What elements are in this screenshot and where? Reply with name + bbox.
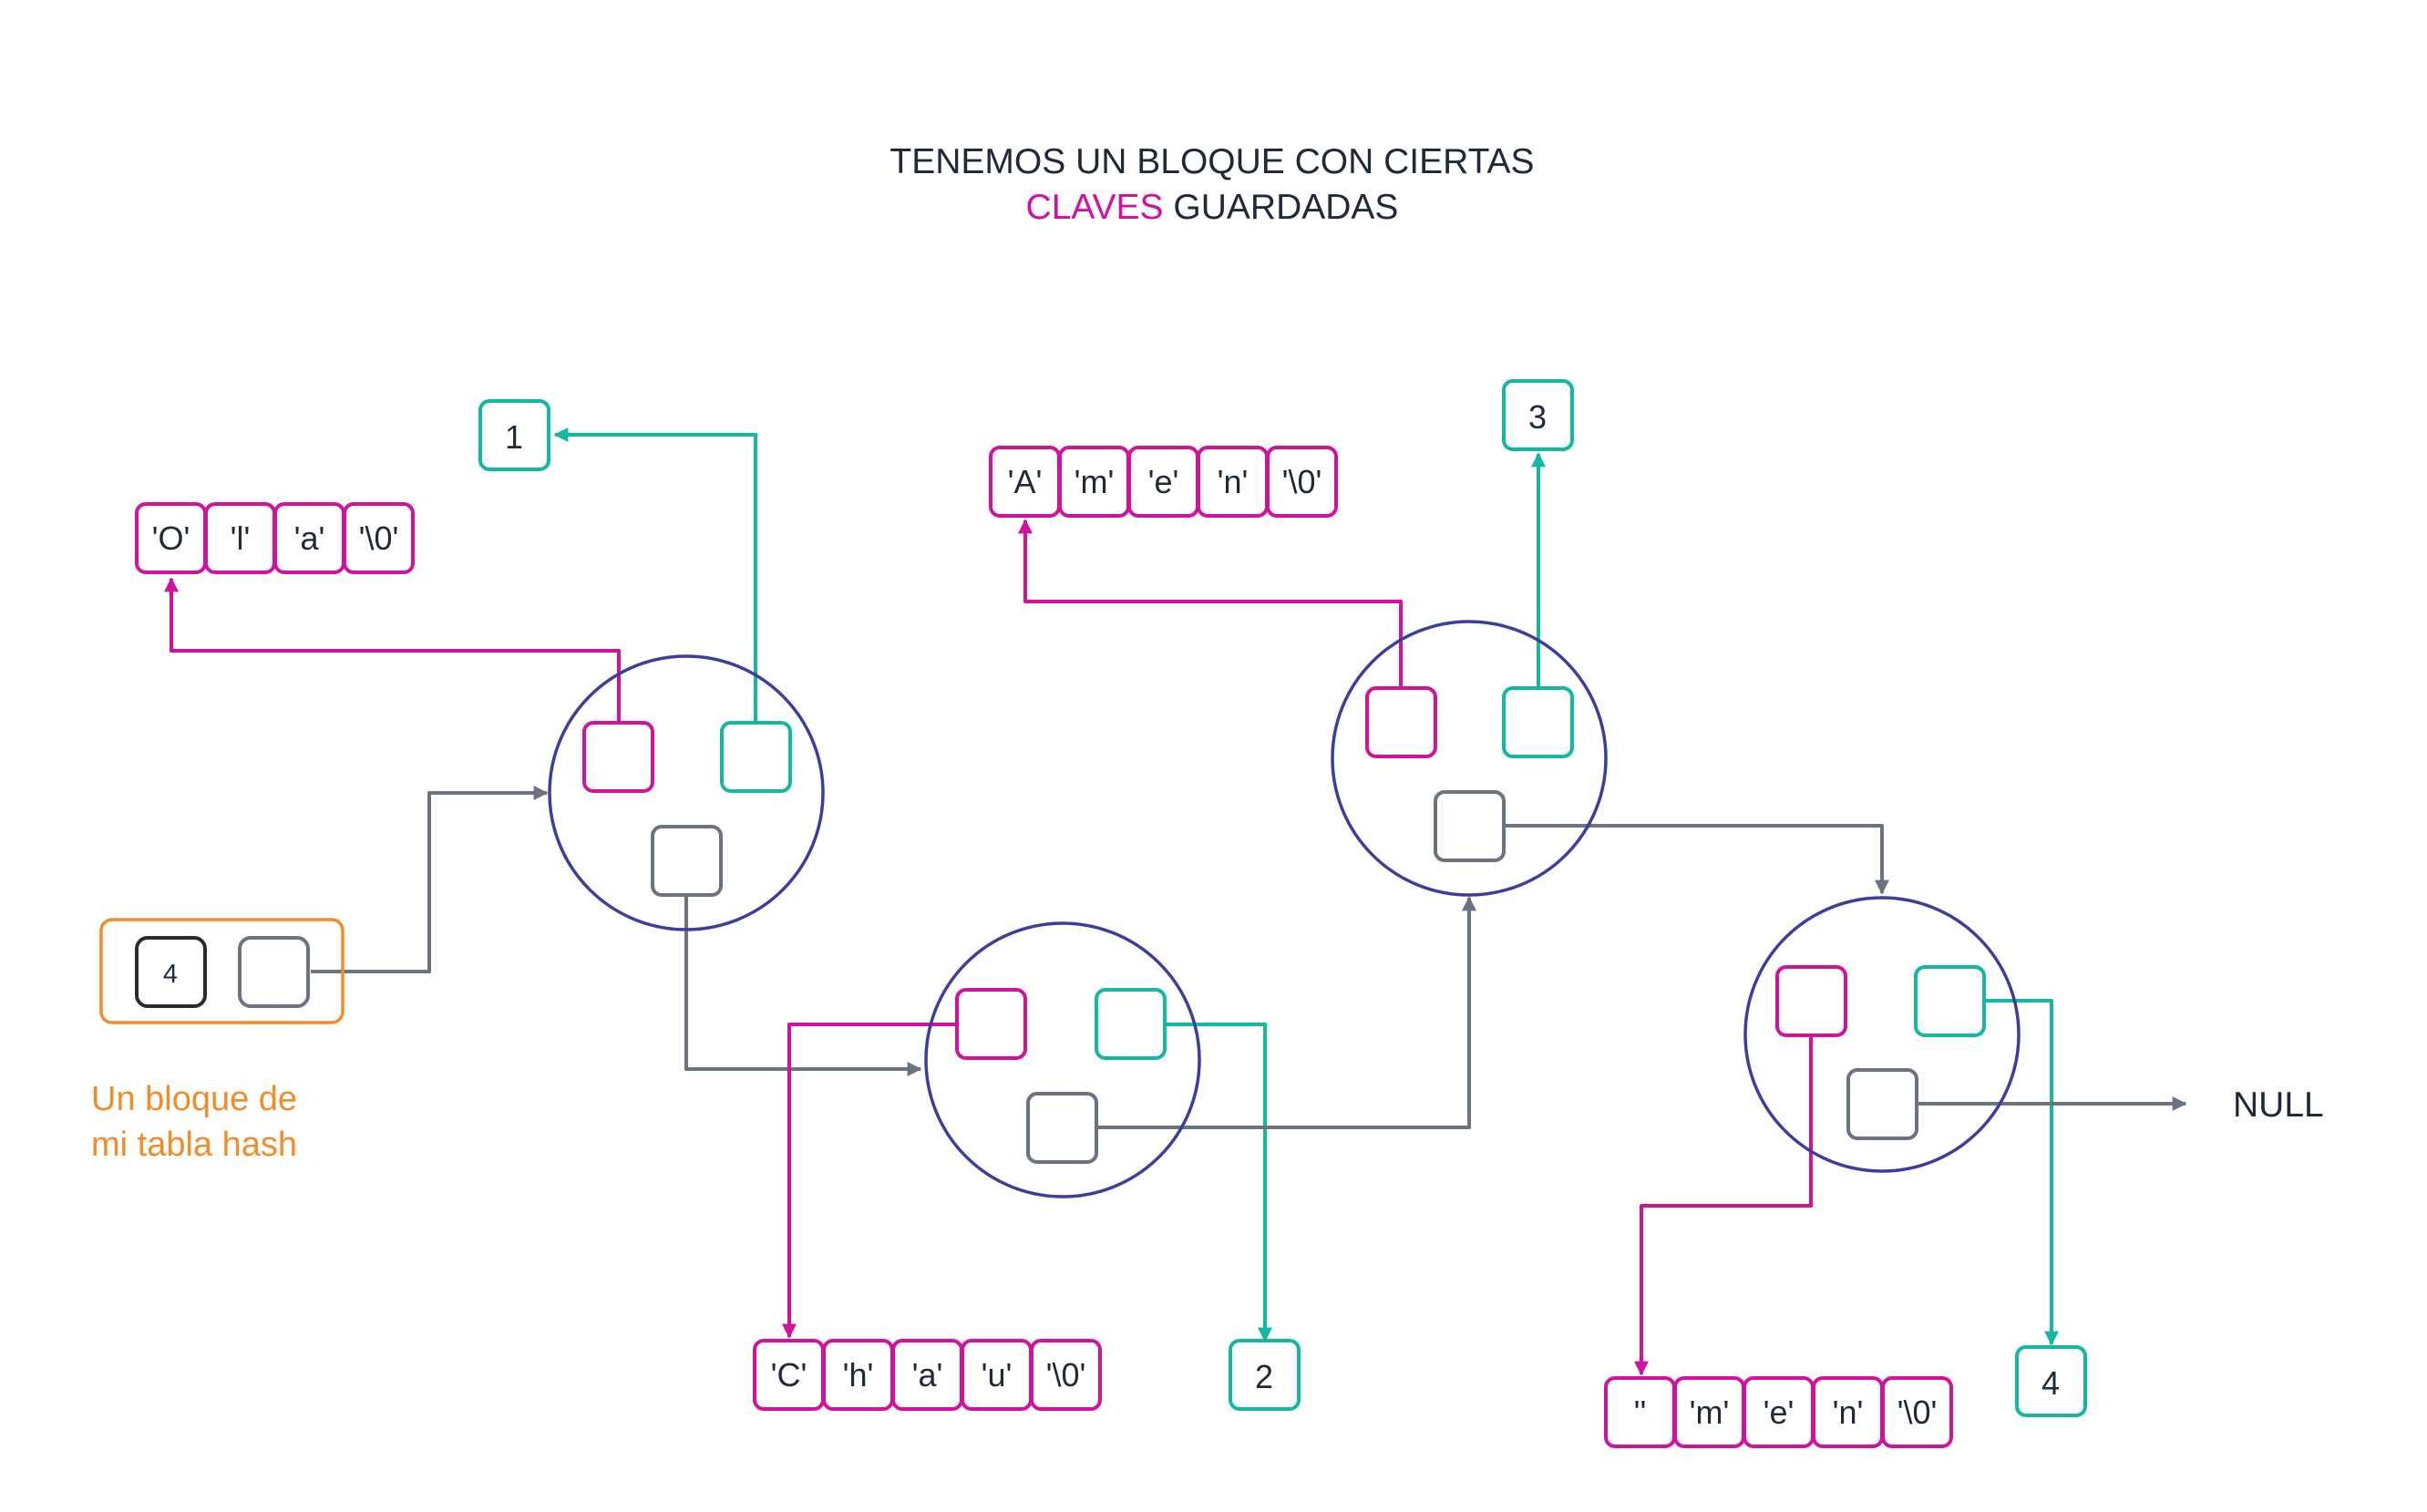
node-2-key-slot — [955, 988, 1027, 1060]
char-cell-text: 'h' — [843, 1356, 874, 1394]
node1-key-arrow — [164, 577, 621, 723]
char-cell-text: '\0' — [359, 519, 399, 557]
value-box-2-frame — [1229, 1339, 1301, 1411]
value-2-text: 2 — [1255, 1358, 1273, 1395]
node-2-next-slot — [1026, 1092, 1098, 1164]
char-cell — [343, 502, 415, 574]
char-cell-text: 'A' — [1008, 463, 1043, 500]
value-1-text: 1 — [505, 418, 523, 456]
null-label: NULL — [2233, 1085, 2324, 1125]
value-box-3: 3 — [1502, 379, 1574, 451]
char-cell-text: 'O' — [152, 519, 190, 557]
node-3-value-slot — [1502, 686, 1574, 758]
hash-bucket: 4 — [99, 918, 345, 1024]
diagram-title-line2: CLAVES GUARDADAS — [1026, 188, 1399, 227]
value-4-text: 4 — [2041, 1364, 2060, 1402]
char-cell-text: 'e' — [1148, 463, 1179, 500]
node4-key-arrow — [1634, 1035, 1813, 1376]
char-cell-text: 'm' — [1690, 1394, 1730, 1431]
char-cell-text: 'e' — [1764, 1394, 1795, 1431]
char-cell-text: 'm' — [1075, 463, 1115, 500]
char-cell-text: 'a' — [294, 519, 325, 557]
char-cell-text: 'l' — [231, 519, 251, 557]
value-box-1-frame — [478, 399, 550, 471]
node4-value-arrow — [1984, 999, 2059, 1346]
bucket-caption-line1: Un bloque de — [91, 1080, 297, 1118]
node-1-circle — [548, 654, 825, 931]
node-1-key-slot — [582, 721, 654, 793]
key-string-amen: 'A' 'm' 'e' 'n' '\0' — [989, 446, 1338, 518]
node-2-circle — [924, 921, 1201, 1198]
node-3 — [1331, 620, 1608, 897]
node-4-next-slot — [1846, 1068, 1918, 1140]
node-1-next-slot — [651, 825, 723, 897]
node2-value-arrow — [1165, 1023, 1272, 1342]
char-cell — [1266, 446, 1338, 518]
key-string-ola: 'O' 'l' 'a' '\0' — [135, 502, 415, 574]
node-1-value-slot — [720, 721, 792, 793]
node-2 — [924, 921, 1201, 1198]
node-4-circle — [1743, 896, 2021, 1173]
node-3-next-slot — [1434, 790, 1506, 862]
node-4-value-slot — [1914, 965, 1986, 1037]
value-box-1: 1 — [478, 399, 550, 471]
key-string-men: '' 'm' 'e' 'n' '\0' — [1604, 1376, 1953, 1448]
bucket-to-node1-arrow — [311, 786, 549, 973]
node2-key-arrow — [782, 1023, 957, 1339]
char-cell-text: '\0' — [1046, 1356, 1086, 1394]
node-3-key-slot — [1365, 686, 1437, 758]
value-3-text: 3 — [1528, 398, 1547, 436]
node1-value-arrow — [553, 427, 757, 723]
char-cell-text: 'u' — [982, 1356, 1013, 1394]
node-1 — [548, 654, 825, 931]
value-box-2: 2 — [1229, 1339, 1301, 1411]
diagram-title-line1: TENEMOS UN BLOQUE CON CIERTAS — [890, 142, 1534, 181]
node3-key-arrow — [1018, 519, 1403, 688]
char-cell-text: '' — [1634, 1394, 1647, 1431]
value-box-3-frame — [1502, 379, 1574, 451]
bucket-count-box — [135, 936, 207, 1008]
value-box-4: 4 — [2015, 1345, 2087, 1417]
node-3-circle — [1331, 620, 1608, 897]
node1-next-arrow — [684, 895, 922, 1076]
char-cell-text: 'C' — [771, 1356, 807, 1394]
node-4-key-slot — [1775, 965, 1847, 1037]
value-box-4-frame — [2015, 1345, 2087, 1417]
bucket-pointer-box — [238, 936, 310, 1008]
title-highlight: CLAVES — [1026, 188, 1164, 227]
char-cell-text: 'a' — [912, 1356, 943, 1394]
char-cell-text: '\0' — [1897, 1394, 1938, 1431]
key-string-chau: 'C' 'h' 'a' 'u' '\0' — [753, 1339, 1102, 1411]
node3-next-arrow — [1504, 824, 1889, 895]
title-rest: GUARDADAS — [1164, 188, 1399, 227]
bucket-count: 4 — [163, 960, 178, 989]
bucket-frame — [99, 918, 345, 1024]
char-cell — [1030, 1339, 1102, 1411]
char-cell-text: '\0' — [1282, 463, 1322, 500]
node-2-value-slot — [1095, 988, 1167, 1060]
node2-next-arrow — [1098, 896, 1476, 1129]
char-cell-text: 'n' — [1218, 463, 1249, 500]
char-cell — [1881, 1376, 1953, 1448]
connectors — [164, 427, 2187, 1376]
node-4 — [1743, 896, 2021, 1173]
char-cell-text: 'n' — [1833, 1394, 1864, 1431]
bucket-caption-line2: mi tabla hash — [91, 1126, 297, 1164]
